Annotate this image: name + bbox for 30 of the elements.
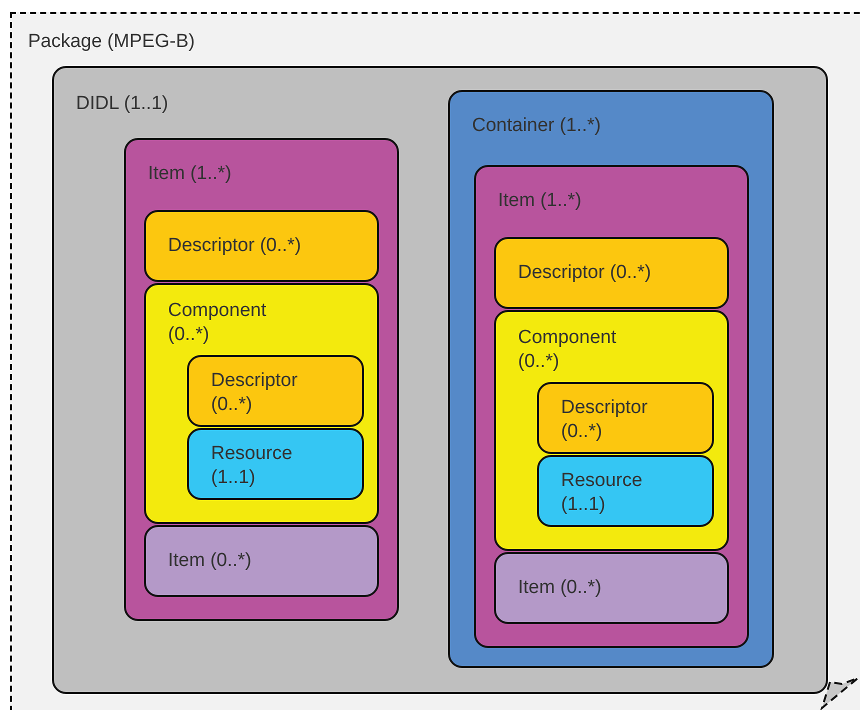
rounded-box bbox=[474, 165, 749, 648]
box-label: Container (1..*) bbox=[472, 114, 602, 138]
box-label: Component (0..*) bbox=[168, 299, 268, 347]
box-label: Resource (1..1) bbox=[561, 469, 644, 517]
box-label: Descriptor (0..*) bbox=[518, 261, 652, 285]
rounded-box bbox=[144, 210, 379, 282]
rounded-box bbox=[144, 525, 379, 597]
box-label: DIDL (1..1) bbox=[76, 92, 170, 116]
box-label: Item (1..*) bbox=[498, 189, 582, 213]
box-label: Descriptor (0..*) bbox=[168, 234, 302, 258]
rounded-box bbox=[494, 310, 729, 551]
box-label: Component (0..*) bbox=[518, 326, 618, 374]
dashed-frame bbox=[10, 12, 860, 710]
rounded-box bbox=[494, 237, 729, 309]
rounded-box bbox=[187, 355, 364, 427]
box-label: Item (1..*) bbox=[148, 162, 232, 186]
box-label: Package (MPEG-B) bbox=[28, 30, 196, 54]
rounded-box bbox=[52, 66, 828, 694]
box-label: Item (0..*) bbox=[168, 549, 252, 573]
rounded-box bbox=[124, 138, 399, 621]
rounded-box bbox=[494, 552, 729, 624]
box-label: Resource (1..1) bbox=[211, 442, 294, 490]
rounded-box bbox=[537, 382, 714, 454]
box-label: Descriptor (0..*) bbox=[211, 369, 299, 417]
box-label: Item (0..*) bbox=[518, 576, 602, 600]
rounded-box bbox=[144, 283, 379, 524]
box-label: Descriptor (0..*) bbox=[561, 396, 649, 444]
rounded-box bbox=[187, 428, 364, 500]
rounded-box bbox=[537, 455, 714, 527]
rounded-box bbox=[448, 90, 774, 668]
